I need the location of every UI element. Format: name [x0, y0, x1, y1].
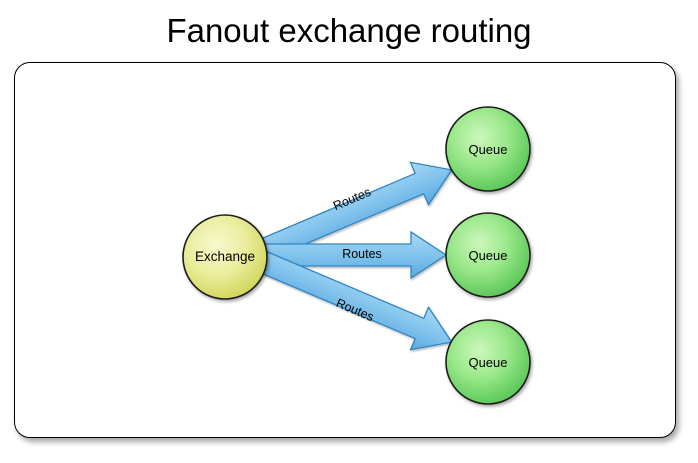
edge-arrow-bottom[interactable] [254, 241, 461, 363]
node-queue-bottom[interactable] [445, 319, 531, 405]
page-title: Fanout exchange routing [166, 12, 532, 49]
node-exchange[interactable] [182, 214, 268, 300]
arrow-shape-bottom [257, 251, 453, 351]
node-queue-middle[interactable] [445, 212, 531, 298]
node-queue-top[interactable] [445, 106, 531, 192]
